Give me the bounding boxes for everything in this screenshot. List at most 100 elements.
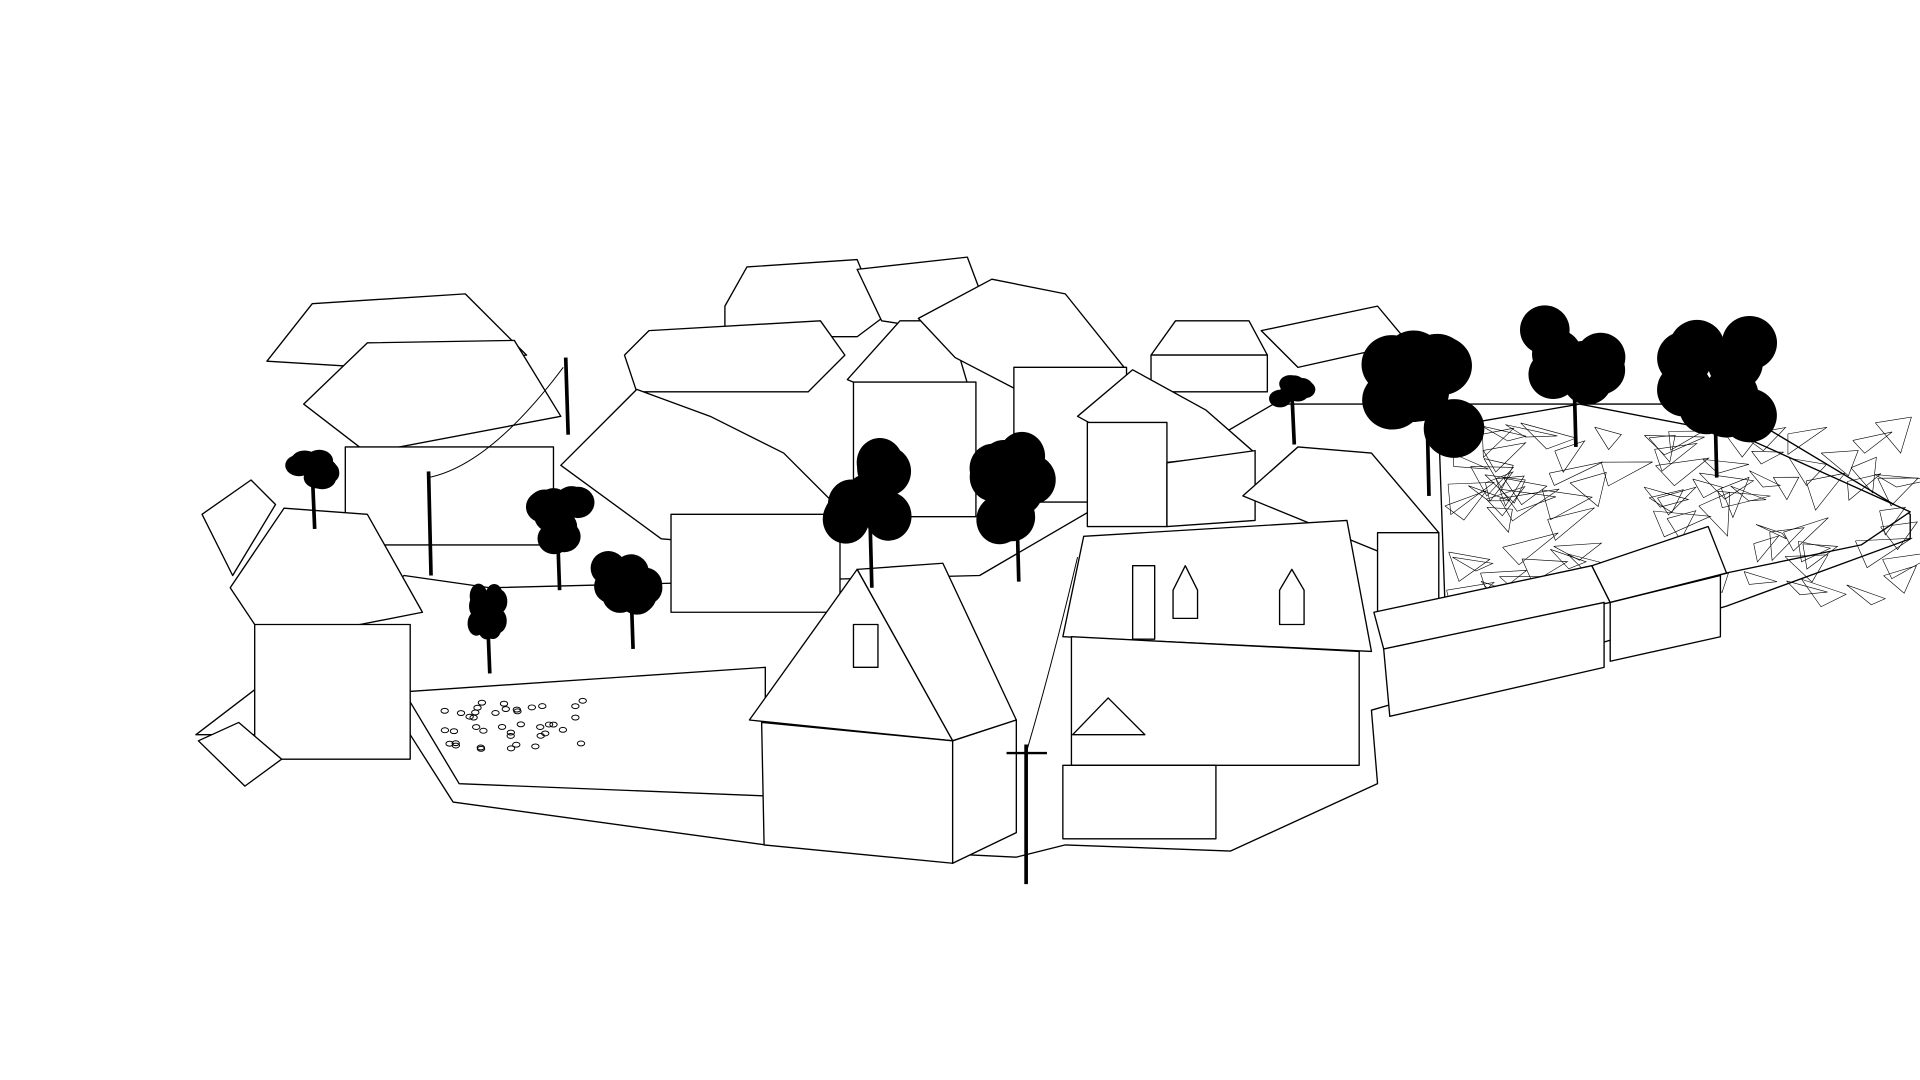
terrain-facet (1643, 486, 1690, 508)
terrain-facet (1773, 476, 1800, 501)
terrain-facet (1654, 442, 1698, 472)
rock (506, 745, 516, 752)
terrain-facet (1542, 489, 1594, 521)
rock (497, 724, 507, 730)
terrain-facet (1880, 521, 1918, 551)
rock (465, 713, 474, 720)
terrain-facet (1499, 488, 1560, 522)
rock (571, 714, 580, 721)
rock (516, 721, 525, 728)
rock (449, 728, 459, 735)
terrain-facet (1505, 424, 1558, 438)
rock (451, 740, 460, 747)
front-center-house (748, 562, 1017, 864)
triangulated-terrain (1438, 403, 1920, 621)
tree-icon (1520, 305, 1626, 447)
terrain-facet (1753, 535, 1780, 563)
terrain-facet (1783, 517, 1829, 552)
terrain-facet (1855, 537, 1913, 569)
terrain-facet (1444, 490, 1488, 521)
terrain-facet (1755, 524, 1787, 540)
rock (576, 740, 586, 747)
terrain-facet (1702, 459, 1749, 474)
terrain-facet (1502, 532, 1559, 566)
terrain-facet (1485, 471, 1514, 502)
tree-icon (285, 449, 340, 530)
terrain-facet (1644, 435, 1705, 456)
tree-icon (1361, 330, 1485, 496)
terrain-facet (1503, 477, 1548, 506)
terrain-facet (1447, 481, 1496, 516)
terrain-facet (1452, 556, 1494, 572)
rock (469, 714, 478, 721)
terrain-facet (1483, 442, 1527, 473)
rock (578, 697, 587, 704)
rock (440, 707, 449, 714)
terrain-facet (1569, 472, 1607, 508)
rock (472, 724, 481, 730)
terrain-facet (1653, 510, 1712, 538)
terrain-facet (1553, 542, 1603, 561)
rock (544, 721, 554, 728)
rock (512, 706, 522, 713)
terrain-facet (1717, 491, 1771, 509)
rock (512, 741, 521, 748)
terrain-facet (1820, 450, 1859, 477)
terrain-facet (1520, 422, 1578, 450)
terrain-facet (1846, 584, 1887, 606)
terrain-facet (1789, 457, 1828, 486)
terrain-facet (1721, 476, 1750, 519)
tree-icon (1657, 315, 1778, 478)
terrain-facet (1486, 506, 1513, 533)
terrain-facet (1847, 473, 1882, 501)
rock (491, 710, 500, 716)
rock (440, 727, 450, 734)
rock (501, 706, 510, 713)
front-right-house (1062, 519, 1373, 840)
rock (506, 732, 515, 739)
terrain-facet (1883, 565, 1917, 594)
terrain-facet (1798, 540, 1832, 563)
terrain-facet (1874, 474, 1920, 488)
terrain-facet (1483, 458, 1514, 490)
rock (476, 745, 486, 752)
terrain-facet (1743, 571, 1778, 585)
rock (499, 700, 509, 707)
scattered-rocks (440, 697, 587, 752)
terrain-facet (1699, 472, 1755, 500)
terrain-facet (1495, 475, 1525, 507)
terrain-facet (1751, 451, 1785, 465)
tree-icon (969, 431, 1056, 582)
terrain-facet (1547, 507, 1595, 541)
rock (536, 724, 545, 730)
terrain-facet (1548, 461, 1603, 486)
rock (536, 732, 545, 739)
rock (558, 726, 568, 733)
tree-icon (467, 583, 508, 674)
back-buildings (266, 256, 1409, 546)
terrain-facet (1698, 491, 1731, 537)
rock (479, 727, 488, 734)
rock (451, 742, 461, 749)
terrain-facet (1692, 478, 1724, 499)
terrain-facet (1452, 453, 1489, 470)
terrain-facet (1482, 427, 1515, 459)
rock (531, 743, 540, 750)
terrain-facet (1550, 549, 1587, 570)
terrain-facet (1655, 457, 1710, 487)
trees (285, 305, 1778, 674)
terrain-facet (1802, 543, 1839, 570)
terrain-facet (1852, 431, 1893, 454)
terrain-facet (1730, 485, 1767, 502)
rock (549, 721, 558, 728)
tree-icon (525, 486, 595, 591)
rock (473, 704, 482, 711)
terrain-facet (1879, 506, 1907, 536)
rock (538, 703, 547, 710)
terrain-facet (1486, 486, 1526, 517)
rock (571, 703, 580, 710)
terrain-facet (1648, 489, 1684, 513)
terrain-facet (1600, 461, 1653, 487)
tree-icon (1269, 375, 1316, 445)
